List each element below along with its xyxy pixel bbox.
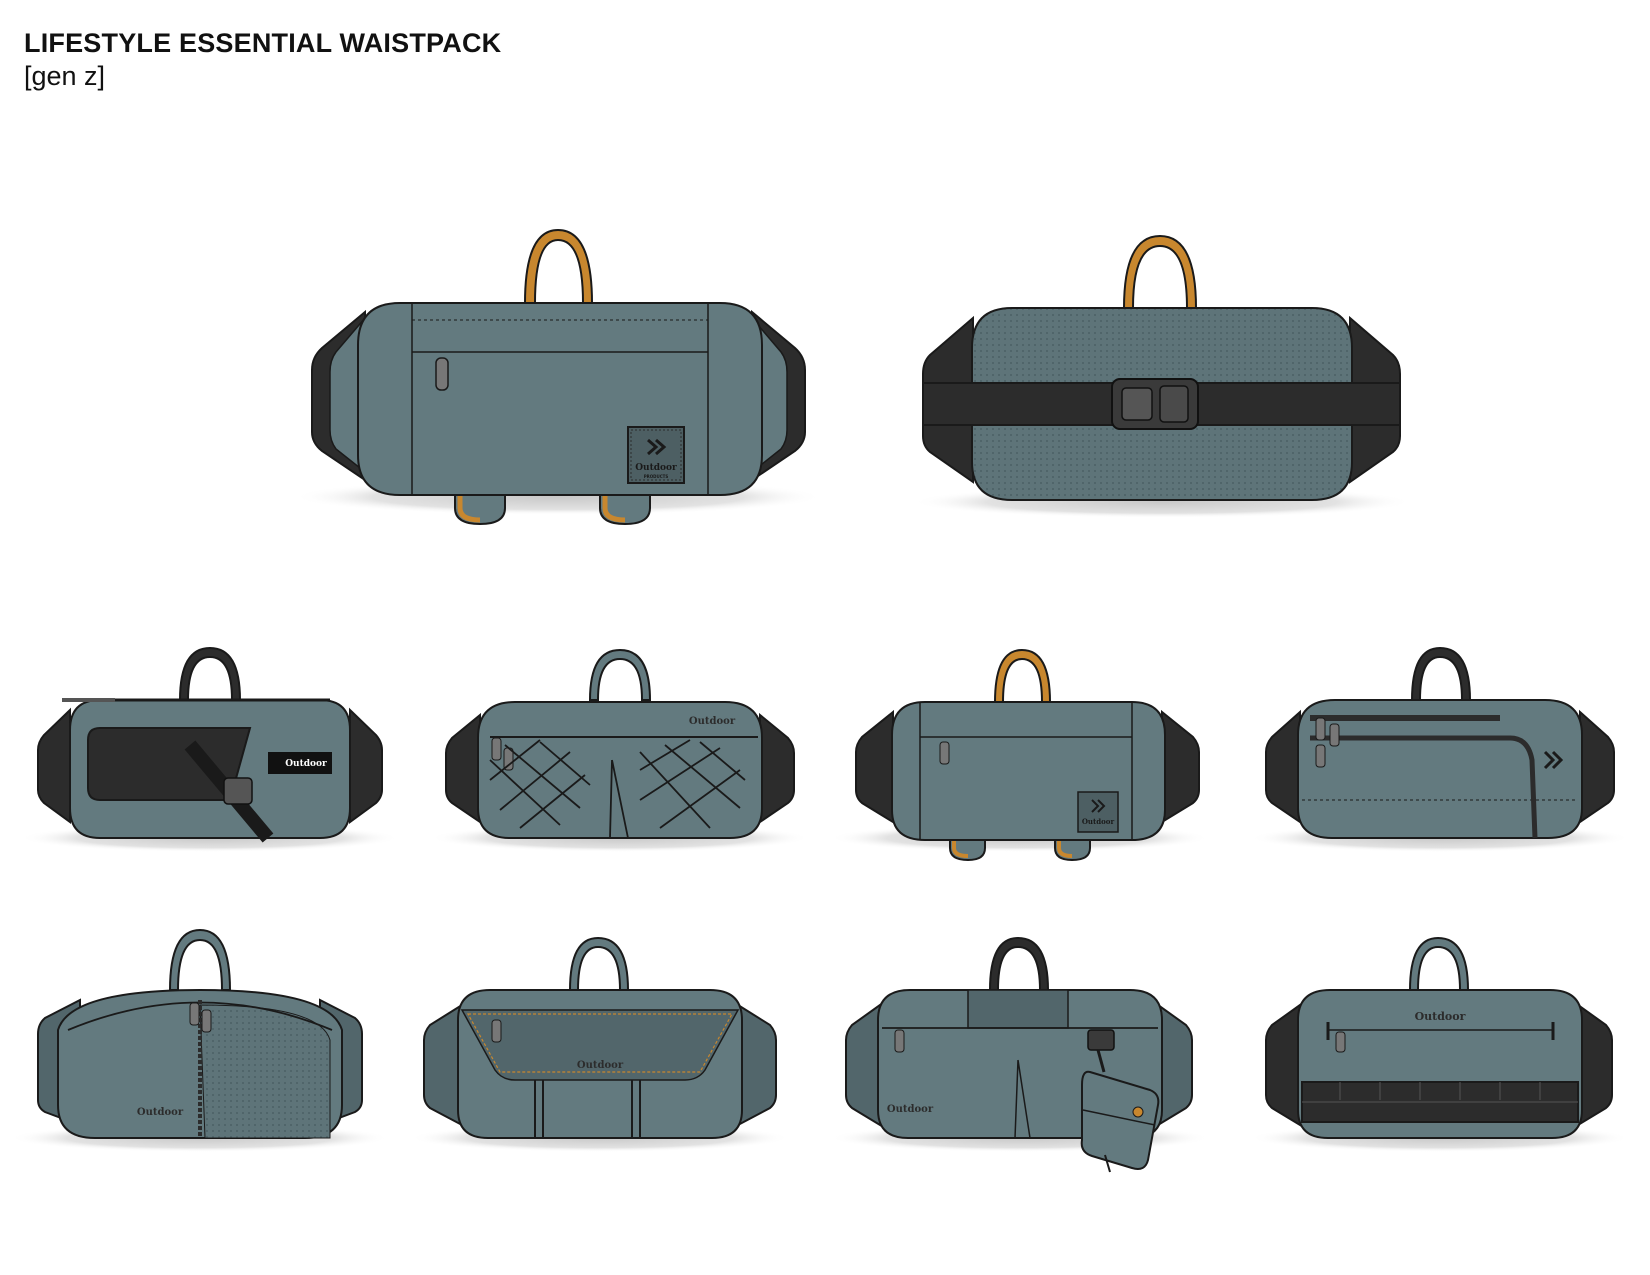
zipper-pull-icon xyxy=(894,1029,905,1053)
svg-text:Outdoor: Outdoor xyxy=(285,759,327,769)
brand-chevron-icon xyxy=(1543,750,1564,770)
bag-body xyxy=(891,701,1166,841)
quilted-pattern xyxy=(489,739,746,839)
svg-text:Outdoor: Outdoor xyxy=(1082,817,1115,826)
logo-label xyxy=(268,752,332,774)
bag-variant-6: Outdoor xyxy=(410,936,790,1152)
dark-panel xyxy=(87,727,252,801)
bag-body xyxy=(1297,699,1583,839)
zipper-pull-icon xyxy=(491,1019,502,1043)
handle xyxy=(1122,234,1198,309)
handle xyxy=(568,936,630,991)
bag-front-main: Outdoor PRODUCTS xyxy=(293,228,823,526)
logo-sub: PRODUCTS xyxy=(644,474,669,479)
bag-variant-2: Outdoor xyxy=(430,648,810,852)
handle xyxy=(523,228,594,304)
zipper-pull-icon xyxy=(939,741,950,765)
bag-variant-3: Outdoor xyxy=(830,648,1210,862)
buckle-icon xyxy=(223,777,253,805)
bag-variant-4 xyxy=(1250,646,1630,852)
bag-variant-7: Outdoor xyxy=(830,936,1210,1173)
page-subtitle: [gen z] xyxy=(24,61,106,91)
title-block: LIFESTYLE ESSENTIAL WAISTPACK [gen z] xyxy=(24,26,501,92)
svg-text:Outdoor: Outdoor xyxy=(1415,1010,1466,1023)
bag-variant-5: Outdoor xyxy=(10,928,390,1152)
svg-text:Outdoor: Outdoor xyxy=(577,1060,624,1071)
handle xyxy=(1410,646,1472,701)
front-pocket xyxy=(460,1009,740,1081)
brand-chevron-icon xyxy=(1091,799,1106,813)
handle xyxy=(168,928,232,991)
svg-text:Outdoor: Outdoor xyxy=(137,1107,184,1118)
handle xyxy=(1408,936,1470,991)
handle xyxy=(988,936,1050,991)
handle xyxy=(993,648,1052,703)
bag-variant-8: Outdoor xyxy=(1250,936,1630,1152)
handle xyxy=(178,646,242,701)
brand-chevron-icon xyxy=(647,438,667,456)
pouch-logo-icon xyxy=(1132,1106,1144,1118)
zipper-pull-icon xyxy=(491,737,502,761)
zipper-pull-icon xyxy=(435,357,449,391)
bag-variant-1: Outdoor xyxy=(20,646,400,852)
bag-back-main xyxy=(912,234,1412,518)
zipper-pull-icon xyxy=(1315,717,1326,741)
svg-text:Outdoor: Outdoor xyxy=(887,1104,934,1115)
zipper-pull-icon xyxy=(189,1002,200,1026)
logo-patch: Outdoor PRODUCTS xyxy=(627,426,685,484)
buckle-icon xyxy=(1087,1029,1115,1051)
zipper-pull-icon xyxy=(1335,1031,1346,1053)
handle xyxy=(588,648,652,701)
detachable-pouch xyxy=(1080,1070,1160,1173)
bag-body xyxy=(357,302,763,496)
logo-word: Outdoor xyxy=(635,463,677,473)
svg-text:Outdoor: Outdoor xyxy=(689,716,736,727)
page-title: LIFESTYLE ESSENTIAL WAISTPACK xyxy=(24,28,502,58)
bottom-loops xyxy=(454,489,651,526)
buckle-icon xyxy=(1111,378,1199,430)
